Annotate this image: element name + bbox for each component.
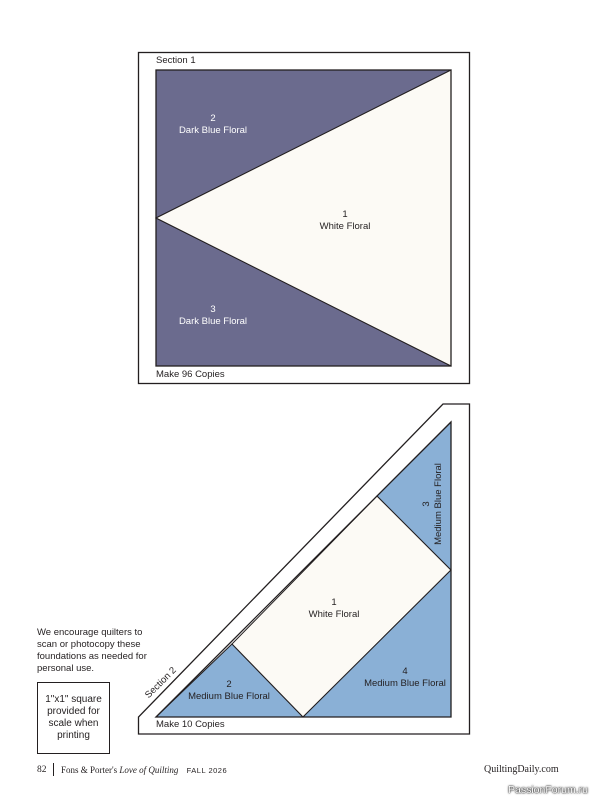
fabric-name: Medium Blue Floral bbox=[433, 463, 444, 545]
piece-number: 1 bbox=[342, 209, 348, 220]
magazine-title: Fons & Porter's Love of Quilting FALL 20… bbox=[61, 764, 227, 777]
fabric-name: White Floral bbox=[319, 221, 371, 232]
fabric-name: Dark Blue Floral bbox=[178, 125, 248, 136]
section-1-title: Section 1 bbox=[156, 55, 196, 66]
piece-number: 1 bbox=[331, 597, 337, 608]
fabric-name: Dark Blue Floral bbox=[178, 316, 248, 327]
page-number: 82 bbox=[37, 765, 47, 775]
section-2-piece-2-label: 2 Medium Blue Floral bbox=[174, 679, 284, 703]
magazine-prefix: Fons & Porter's bbox=[61, 765, 118, 775]
scale-square: 1"x1" square provided for scale when pri… bbox=[37, 682, 110, 754]
note-line: scan or photocopy these bbox=[37, 639, 141, 650]
section-1-inner-frame bbox=[155, 69, 452, 367]
piece-number: 3 bbox=[421, 501, 432, 507]
watermark-text: PassionForum.ru bbox=[508, 784, 588, 796]
issue-label: FALL 2026 bbox=[186, 766, 228, 775]
section-1-diagram bbox=[137, 51, 471, 385]
piece-number: 4 bbox=[402, 666, 408, 677]
piece-number: 2 bbox=[226, 679, 232, 690]
section-2-piece-4-label: 4 Medium Blue Floral bbox=[350, 666, 460, 690]
note-line: foundations as needed for bbox=[37, 651, 147, 662]
piece-number: 2 bbox=[210, 113, 216, 124]
section-2-inner-frame bbox=[154, 420, 452, 718]
photocopy-note: We encourage quilters to scan or photoco… bbox=[37, 627, 147, 675]
section-2-piece-3-label: 3 Medium Blue Floral bbox=[421, 449, 445, 559]
section-1-copies-caption: Make 96 Copies bbox=[156, 369, 225, 380]
note-line: personal use. bbox=[37, 663, 95, 674]
fabric-name: Medium Blue Floral bbox=[364, 678, 446, 689]
fabric-name: Medium Blue Floral bbox=[188, 691, 270, 702]
section-2-diagram bbox=[137, 403, 471, 735]
footer-divider bbox=[53, 763, 54, 776]
piece-number: 3 bbox=[210, 304, 216, 315]
website-url: QuiltingDaily.com bbox=[484, 764, 559, 775]
section-2-copies-caption: Make 10 Copies bbox=[156, 719, 225, 730]
scale-line: provided for bbox=[47, 706, 100, 717]
section-1-piece-2-label: 2 Dark Blue Floral bbox=[163, 113, 263, 137]
scale-line: 1"x1" square bbox=[45, 694, 102, 705]
section-1-piece-3-label: 3 Dark Blue Floral bbox=[163, 304, 263, 328]
scale-line: scale when bbox=[48, 718, 99, 729]
section-1-piece-1-label: 1 White Floral bbox=[295, 209, 395, 233]
note-line: We encourage quilters to bbox=[37, 627, 143, 638]
scale-line: printing bbox=[57, 730, 90, 741]
magazine-name: Love of Quilting bbox=[119, 765, 179, 775]
fabric-name: White Floral bbox=[308, 609, 360, 620]
section-2-piece-1-label: 1 White Floral bbox=[284, 597, 384, 621]
